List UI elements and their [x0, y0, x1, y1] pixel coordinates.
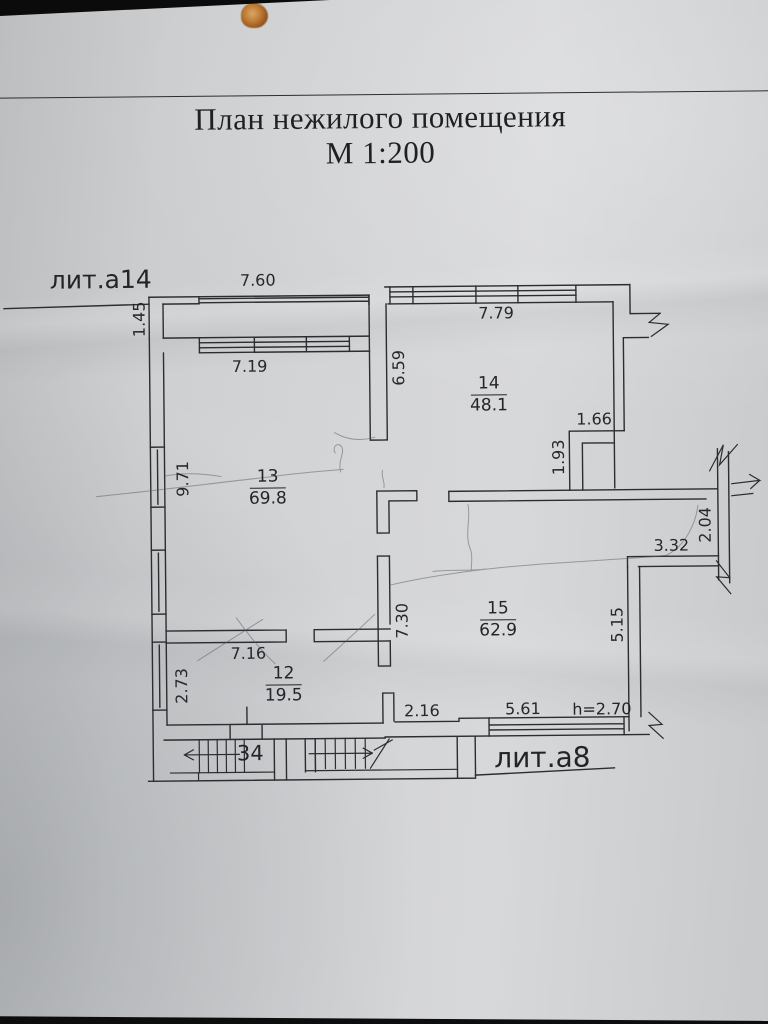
- room-area: 69.8: [248, 488, 287, 509]
- dim-room15-depth-left: 7.30: [392, 602, 412, 639]
- plan-line: [382, 692, 395, 724]
- plan-line: [148, 296, 165, 339]
- plan-line: [384, 715, 650, 738]
- dim-niche-width: 1.66: [576, 409, 613, 429]
- room-12-label: 12 19.5: [264, 663, 303, 706]
- plan-line: [151, 641, 168, 711]
- plan-line: [197, 618, 264, 662]
- plan-line: [235, 617, 276, 665]
- plan-line: [333, 444, 344, 473]
- plan-line: [488, 715, 625, 737]
- room-area: 62.9: [479, 620, 518, 641]
- plan-line: [150, 549, 167, 615]
- plan-line: [165, 629, 287, 644]
- plan-line: [626, 565, 642, 732]
- break-mark: [708, 443, 739, 472]
- plan-line: [716, 448, 731, 584]
- dim-room14-depth: 6.59: [388, 349, 409, 386]
- ground-line: [3, 303, 150, 310]
- break-mark: [647, 711, 665, 740]
- plan-line: [467, 504, 473, 572]
- label-underline: [474, 767, 616, 776]
- plan-line: [304, 768, 459, 772]
- staircase-right: [304, 737, 459, 772]
- building-letter-a8: лит.а8: [494, 740, 591, 775]
- room-area: 19.5: [264, 685, 303, 706]
- plan-line: [198, 294, 370, 305]
- plan-line: [162, 335, 371, 354]
- plan-line: [381, 469, 385, 489]
- plan-line: [448, 488, 719, 503]
- plan-line: [148, 337, 168, 782]
- room-number: 14: [470, 373, 507, 396]
- window: [149, 446, 168, 711]
- plan-line: [149, 446, 166, 508]
- break-mark: [647, 312, 670, 338]
- plan-line: [384, 283, 631, 305]
- room-13-label: 13 69.8: [248, 466, 287, 509]
- stair-direction-arrow: [308, 739, 394, 760]
- plan-line: [666, 504, 699, 556]
- dim-room13-depth: 9.71: [173, 461, 193, 497]
- dim-room12-width: 7.16: [230, 643, 267, 663]
- photo-background-edge: [0, 1016, 768, 1024]
- plan-line: [432, 568, 486, 573]
- plan-line: [273, 737, 317, 781]
- plan-line: [147, 736, 477, 782]
- walls: [3, 283, 762, 782]
- plan-line: [333, 432, 376, 441]
- plan-line: [376, 489, 418, 534]
- room-14-label: 14 48.1: [469, 373, 509, 416]
- dim-veranda-depth: 1.45: [129, 301, 149, 338]
- dim-room12-depth: 2.73: [171, 668, 192, 704]
- stair-number-label: 34: [236, 741, 264, 766]
- plan-line: [368, 294, 389, 441]
- plan-line: [313, 628, 391, 643]
- plan-line: [389, 284, 577, 305]
- room-area: 48.1: [469, 395, 509, 416]
- break-mark: [731, 473, 762, 497]
- dim-room13-width: 7.19: [231, 356, 268, 376]
- room-15-label: 15 62.9: [479, 598, 518, 641]
- plan-line: [389, 289, 577, 298]
- dim-passage-depth: 2.04: [695, 507, 715, 543]
- pen-scribbles: [95, 432, 699, 665]
- plan-line: [198, 340, 351, 349]
- dim-niche-depth: 1.93: [548, 439, 569, 476]
- plan-line: [376, 555, 392, 667]
- staircase-left: [169, 738, 276, 782]
- plan-line: [390, 554, 667, 586]
- plan-line: [163, 706, 386, 741]
- building-letter-a14: лит.а14: [49, 264, 152, 295]
- plan-line: [198, 335, 351, 354]
- paper-stain: [241, 3, 268, 28]
- dim-bottom-window-width: 5.61: [504, 699, 541, 719]
- break-mark: [715, 559, 732, 595]
- plan-line: [612, 283, 661, 444]
- plan-line: [148, 294, 370, 298]
- dim-veranda-width: 7.60: [239, 270, 276, 290]
- room-number: 12: [265, 663, 302, 686]
- plan-line: [95, 468, 344, 498]
- plan-line: [169, 771, 276, 782]
- ceiling-height-label: h=2.70: [572, 699, 632, 719]
- plan-line: [198, 738, 246, 774]
- stair-direction-arrow: [183, 749, 240, 761]
- dim-passage-width: 3.32: [653, 535, 690, 555]
- room-number: 15: [480, 598, 516, 621]
- dim-bottom-section-width: 2.16: [404, 700, 440, 721]
- room-number: 13: [249, 466, 286, 489]
- plan-line: [568, 429, 625, 491]
- dim-room15-depth-right: 5.15: [607, 606, 627, 643]
- plan-line: [164, 473, 222, 478]
- plan-line: [323, 613, 376, 662]
- dim-room14-width: 7.79: [478, 303, 514, 323]
